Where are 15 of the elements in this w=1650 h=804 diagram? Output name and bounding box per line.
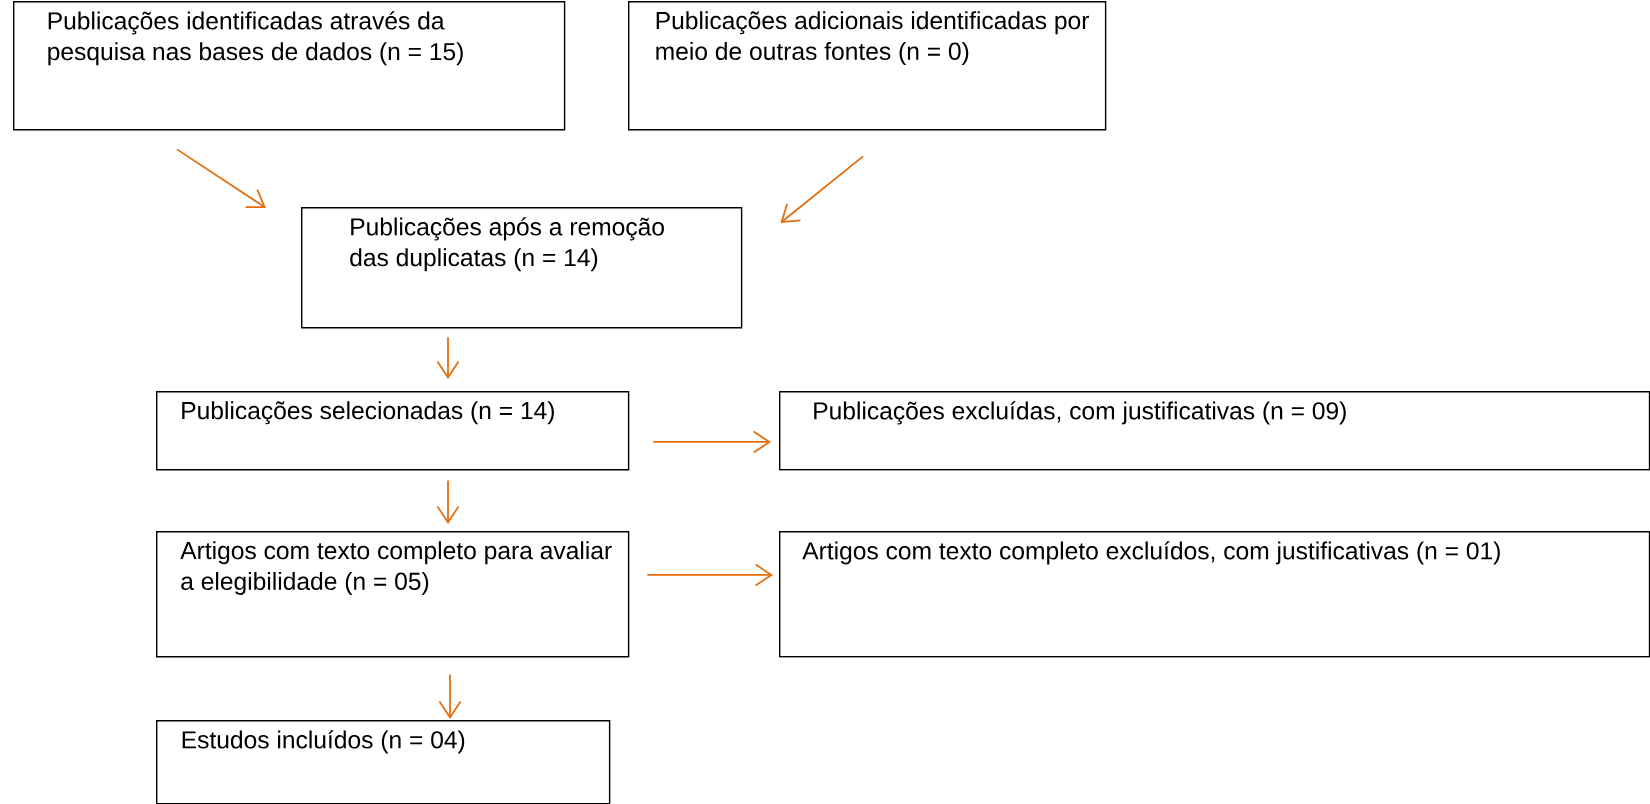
arrow (652, 430, 771, 454)
arrow (176, 148, 266, 209)
arrow (646, 563, 773, 587)
arrow (436, 479, 460, 524)
process-box: Publicações identificadas através da pesquisa nas bases de dados (n = 15) (13, 1, 566, 131)
arrow (436, 336, 460, 379)
process-box: Artigos com texto completo para avaliar a elegibilidade (n = 05) (156, 531, 630, 658)
process-box: Publicações adicionais identificadas por meio de outras fontes (n = 0) (628, 1, 1107, 131)
process-box: Publicações após a remoção das duplicatas (n = 14) (301, 207, 743, 329)
process-box: Estudos incluídos (n = 04) (156, 720, 611, 804)
process-box: Publicações excluídas, com justificativas (n = 09) (779, 391, 1650, 471)
process-box: Artigos com texto completo excluídos, com justificativas (n = 01) (779, 531, 1650, 658)
arrow (780, 155, 864, 223)
arrow (438, 673, 462, 719)
process-box: Publicações selecionadas (n = 14) (156, 391, 630, 471)
